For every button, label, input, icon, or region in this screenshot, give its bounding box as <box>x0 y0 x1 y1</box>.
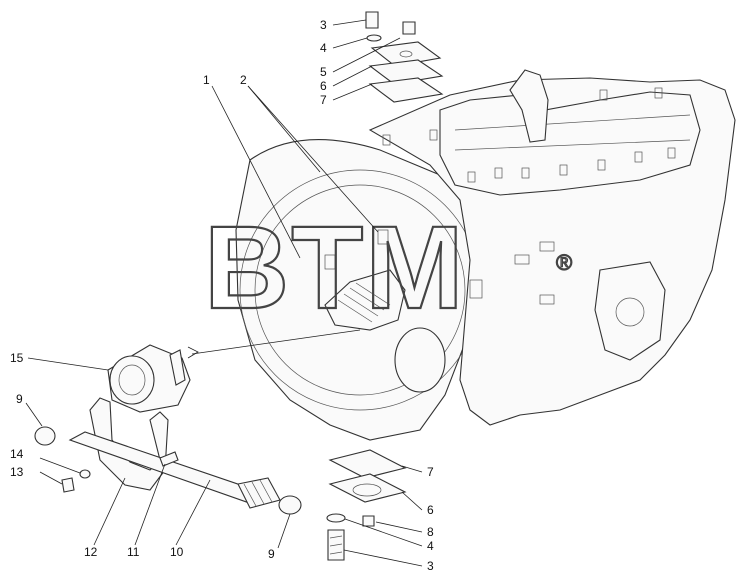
callout-labels: 3 4 5 6 7 1 2 15 9 14 13 12 11 10 9 7 6 … <box>10 18 434 573</box>
leader-lines <box>25 19 423 567</box>
callout-3-top: 3 <box>320 18 327 32</box>
watermark-registered-mark: ® <box>556 250 572 275</box>
callout-4-bottom: 4 <box>427 539 434 553</box>
btm-watermark: BTM ® <box>203 201 573 335</box>
callout-10: 10 <box>170 545 184 559</box>
plate-6-bottom <box>328 473 407 503</box>
washer-4-bottom <box>326 513 346 523</box>
callout-5: 5 <box>320 65 327 79</box>
bolt-3-top <box>365 11 379 29</box>
callout-14: 14 <box>10 447 24 461</box>
callout-6-top: 6 <box>320 79 327 93</box>
plate-5 <box>370 41 442 67</box>
callout-13: 13 <box>10 465 24 479</box>
callout-7-bottom: 7 <box>427 465 434 479</box>
callout-11: 11 <box>127 545 140 559</box>
clutch-release-parts <box>34 344 302 515</box>
callout-4-top: 4 <box>320 41 327 55</box>
plug-part-top <box>402 21 416 35</box>
callout-9-bottom: 9 <box>268 547 275 561</box>
callout-2: 2 <box>240 73 247 87</box>
gearbox-housing <box>235 69 736 441</box>
callout-9-left: 9 <box>16 392 23 406</box>
callout-3-bottom: 3 <box>427 559 434 573</box>
gasket-6-top <box>368 59 444 85</box>
top-cover-parts <box>365 11 444 103</box>
callout-1: 1 <box>203 73 210 87</box>
gasket-7-bottom <box>328 449 407 479</box>
callout-8: 8 <box>427 525 434 539</box>
callout-12: 12 <box>84 545 98 559</box>
plug-8 <box>362 515 375 527</box>
bottom-cover-parts <box>326 449 407 561</box>
callout-7-top: 7 <box>320 93 327 107</box>
callout-15: 15 <box>10 351 24 365</box>
watermark-brand: BTM <box>204 202 466 334</box>
callout-6-bottom: 6 <box>427 503 434 517</box>
gasket-7-top <box>368 77 444 103</box>
washer-4-top <box>366 34 382 42</box>
